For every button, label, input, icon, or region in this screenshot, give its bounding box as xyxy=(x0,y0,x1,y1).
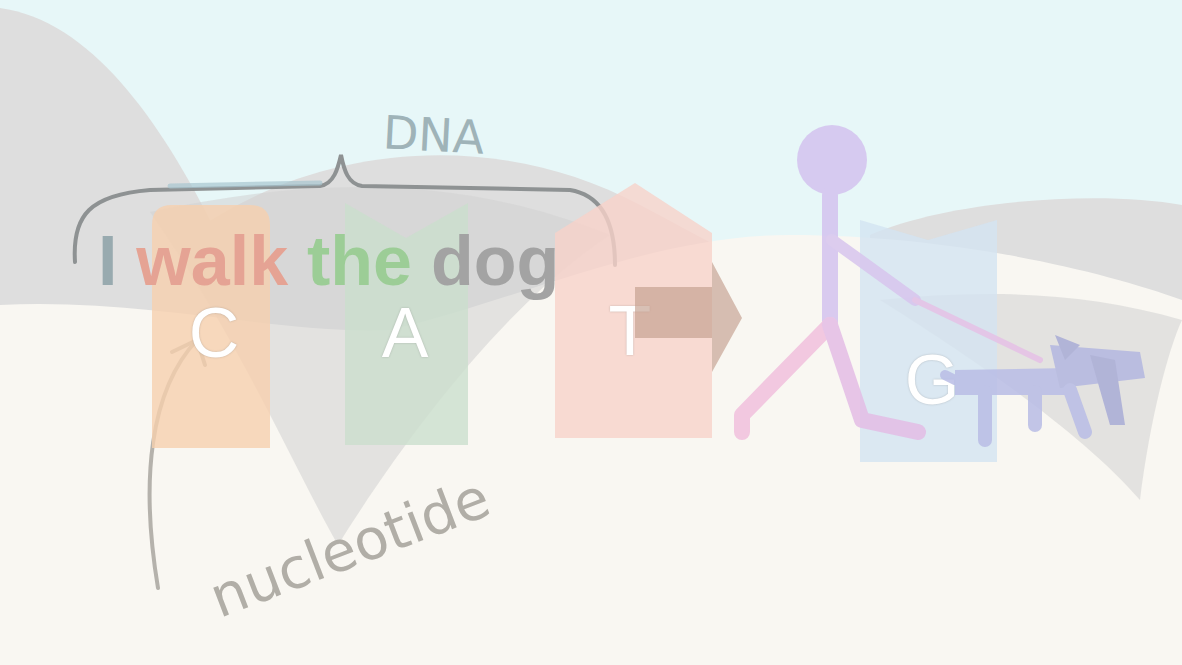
base-letter: C xyxy=(189,298,240,368)
leg xyxy=(742,325,830,432)
head xyxy=(797,125,867,195)
nucleotide-block: G xyxy=(860,220,997,462)
dog-leg xyxy=(985,390,1085,440)
nucleotide-block: T xyxy=(555,183,712,438)
sentence-word: dog xyxy=(431,226,559,296)
sentence-word: walk xyxy=(136,226,288,296)
brace-label: DNA xyxy=(382,109,486,160)
base-letter: G xyxy=(905,345,959,415)
body xyxy=(822,195,838,330)
block-outline xyxy=(860,220,997,462)
block-shape xyxy=(860,220,997,462)
dog-ear xyxy=(1090,355,1125,425)
sentence-word: I xyxy=(98,226,117,296)
base-letter: A xyxy=(382,298,429,368)
brace-highlight xyxy=(170,183,320,186)
base-letter: T xyxy=(609,296,652,366)
dog-head xyxy=(1050,345,1145,388)
dog-ear xyxy=(1055,335,1080,360)
block-shape xyxy=(555,183,712,438)
sentence-word: the xyxy=(307,226,412,296)
